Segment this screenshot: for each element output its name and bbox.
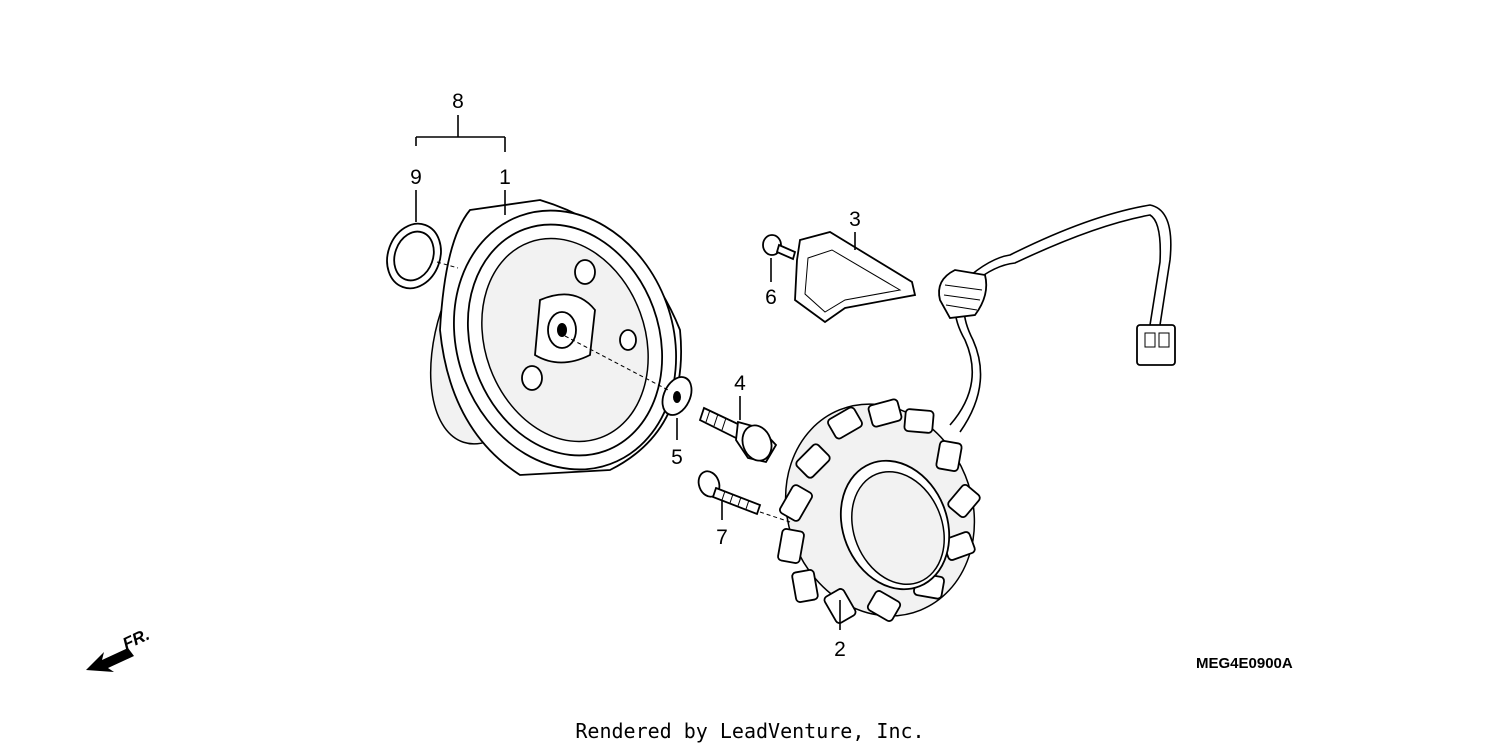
socket-bolt-part[interactable] [695, 468, 762, 516]
leader-lines [415, 115, 856, 630]
front-label: FR. [120, 625, 153, 654]
small-bolt-part[interactable] [762, 234, 797, 261]
callout-5: 5 [671, 446, 683, 469]
front-arrow-icon [86, 648, 134, 672]
callout-4: 4 [734, 372, 746, 395]
diagram-code: MEG4E0900A [1196, 655, 1293, 672]
callout-2: 2 [834, 638, 846, 661]
front-direction-marker: FR. [86, 625, 153, 672]
flywheel-part[interactable] [405, 179, 712, 501]
callout-1: 1 [499, 166, 511, 189]
callout-8: 8 [452, 90, 464, 113]
o-ring-part[interactable] [378, 216, 449, 296]
callout-7: 7 [716, 526, 728, 549]
credit-text: Rendered by LeadVenture, Inc. [575, 719, 924, 743]
stator-part[interactable] [754, 204, 1176, 645]
flange-bolt-part[interactable] [698, 406, 778, 465]
washer-part[interactable] [657, 372, 697, 419]
callout-6: 6 [765, 286, 777, 309]
wire-clamp-part[interactable] [794, 231, 917, 324]
callout-3: 3 [849, 208, 861, 231]
callout-9: 9 [410, 166, 422, 189]
